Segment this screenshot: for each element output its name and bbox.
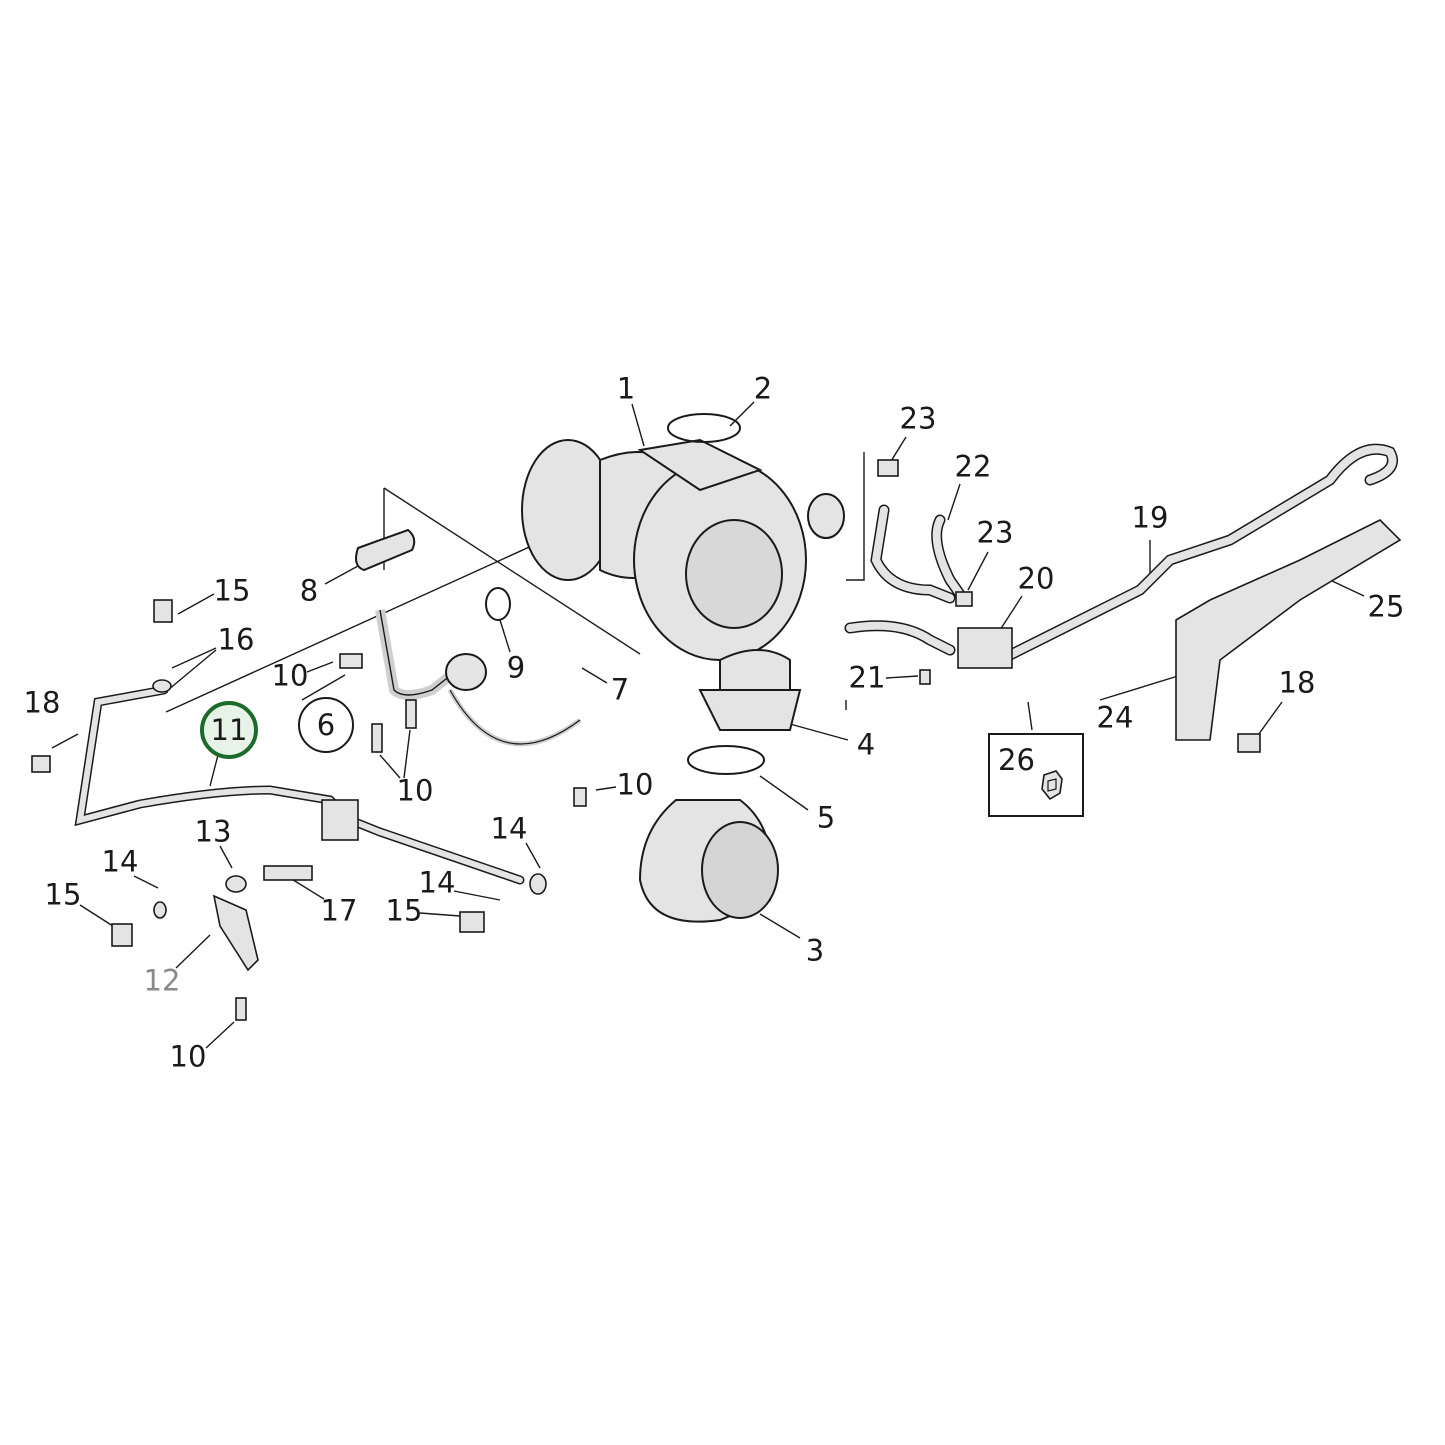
- callout-17[interactable]: 17: [320, 893, 358, 928]
- callout-18[interactable]: 18: [1278, 665, 1316, 700]
- callout-15[interactable]: 15: [44, 877, 82, 912]
- callout-10[interactable]: 10: [616, 767, 654, 802]
- callout-14[interactable]: 14: [418, 865, 456, 900]
- callout-12[interactable]: 12: [143, 963, 181, 998]
- callout-25[interactable]: 25: [1367, 589, 1405, 624]
- callout-20[interactable]: 20: [1017, 561, 1055, 596]
- callout-6-circled[interactable]: 6: [298, 697, 354, 753]
- callout-15[interactable]: 15: [213, 573, 251, 608]
- callout-23[interactable]: 23: [899, 401, 937, 436]
- callout-26-label: 26: [998, 743, 1035, 777]
- callout-9[interactable]: 9: [506, 650, 526, 685]
- callout-10[interactable]: 10: [396, 773, 434, 808]
- clip-part-icon: [1041, 770, 1063, 801]
- callout-4[interactable]: 4: [856, 727, 876, 762]
- callout-22[interactable]: 22: [954, 449, 992, 484]
- callout-19[interactable]: 19: [1131, 500, 1169, 535]
- callout-13[interactable]: 13: [194, 814, 232, 849]
- callout-10[interactable]: 10: [271, 658, 309, 693]
- callout-5[interactable]: 5: [816, 800, 836, 835]
- callout-23[interactable]: 23: [976, 515, 1014, 550]
- callout-11-selected[interactable]: 11: [200, 701, 258, 759]
- callout-26-box[interactable]: 26: [988, 733, 1084, 817]
- callout-14[interactable]: 14: [490, 811, 528, 846]
- callout-1[interactable]: 1: [616, 371, 636, 406]
- callout-24[interactable]: 24: [1096, 700, 1134, 735]
- callout-3[interactable]: 3: [805, 933, 825, 968]
- callout-15[interactable]: 15: [385, 893, 423, 928]
- callout-2[interactable]: 2: [753, 371, 773, 406]
- callout-6-label: 6: [316, 708, 336, 742]
- callout-16[interactable]: 16: [217, 622, 255, 657]
- callout-21[interactable]: 21: [848, 660, 886, 695]
- callout-7[interactable]: 7: [610, 672, 630, 707]
- callout-18[interactable]: 18: [23, 685, 61, 720]
- callout-8[interactable]: 8: [299, 573, 319, 608]
- callout-14[interactable]: 14: [101, 844, 139, 879]
- callout-11-label: 11: [210, 713, 248, 747]
- callout-10[interactable]: 10: [169, 1039, 207, 1074]
